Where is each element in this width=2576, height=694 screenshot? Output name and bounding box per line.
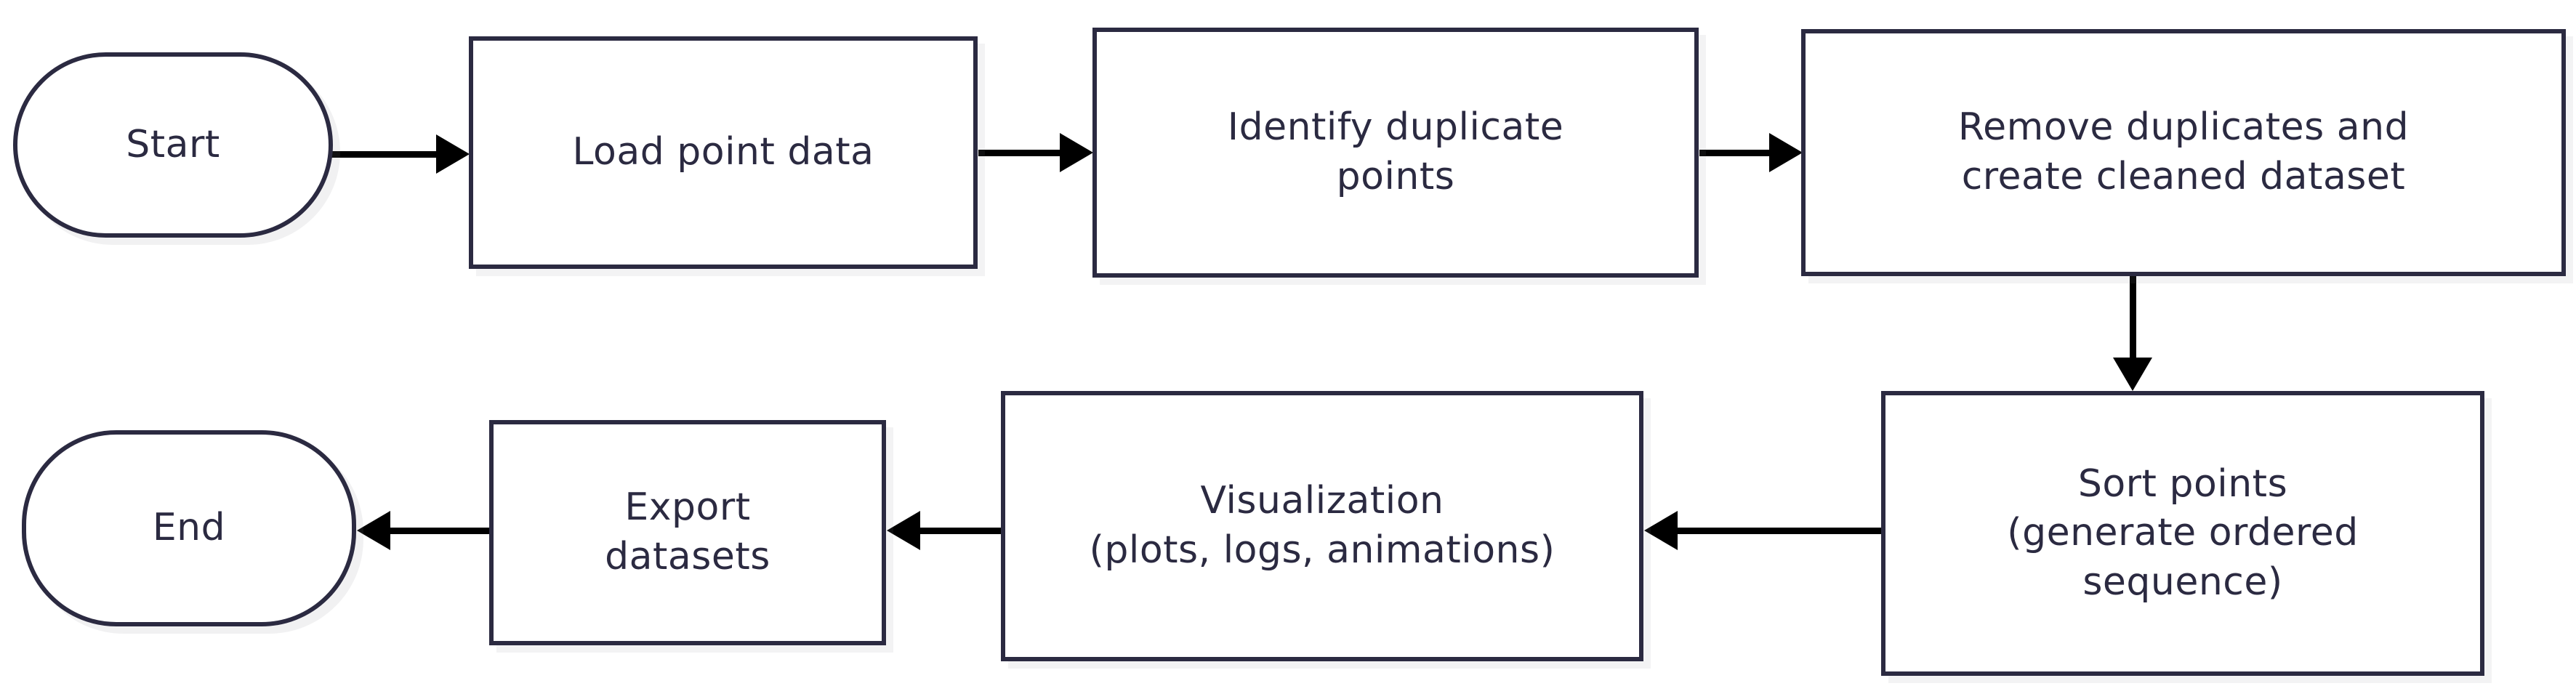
arrow-head [1060,133,1093,172]
flow-node-visualize[interactable]: Visualization (plots, logs, animations) [1001,391,1643,661]
flow-node-label-export: Export datasets [605,485,770,578]
arrow-identify-remove [1699,132,1803,173]
arrow-head [357,511,390,550]
flow-node-end[interactable]: End [22,430,356,626]
flow-node-label-remove: Remove duplicates and create cleaned dat… [1957,105,2410,198]
arrow-shaft [1673,528,1883,534]
arrow-shaft [331,151,440,158]
flow-node-remove[interactable]: Remove duplicates and create cleaned dat… [1801,29,2566,276]
flow-node-label-sort: Sort points (generate ordered sequence) [2007,461,2359,604]
arrow-shaft [386,528,489,534]
arrow-head [2113,358,2152,391]
arrow-head [436,134,470,174]
flow-node-label-end: End [152,506,226,550]
flow-node-label-start: Start [126,122,220,166]
arrow-start-load [331,134,470,174]
flow-node-label-visualize: Visualization (plots, logs, animations) [1089,479,1555,572]
flow-node-load[interactable]: Load point data [469,36,978,269]
arrow-shaft [978,150,1064,156]
arrow-remove-sort [2112,276,2153,391]
arrow-shaft [916,528,1002,534]
flow-node-label-load: Load point data [572,130,874,174]
arrow-shaft [2130,276,2136,362]
arrow-sort-visualize [1644,510,1883,551]
arrow-head [1769,133,1803,172]
flow-node-export[interactable]: Export datasets [489,420,886,645]
flow-node-sort[interactable]: Sort points (generate ordered sequence) [1881,391,2484,676]
arrow-load-identify [978,132,1093,173]
flow-node-start[interactable]: Start [13,52,333,238]
arrow-head [887,511,920,550]
flow-node-label-identify: Identify duplicate points [1227,105,1564,198]
arrow-export-end [357,510,489,551]
arrow-shaft [1699,150,1774,156]
flow-node-identify[interactable]: Identify duplicate points [1092,28,1699,278]
arrow-visualize-export [887,510,1002,551]
arrow-head [1644,511,1678,550]
